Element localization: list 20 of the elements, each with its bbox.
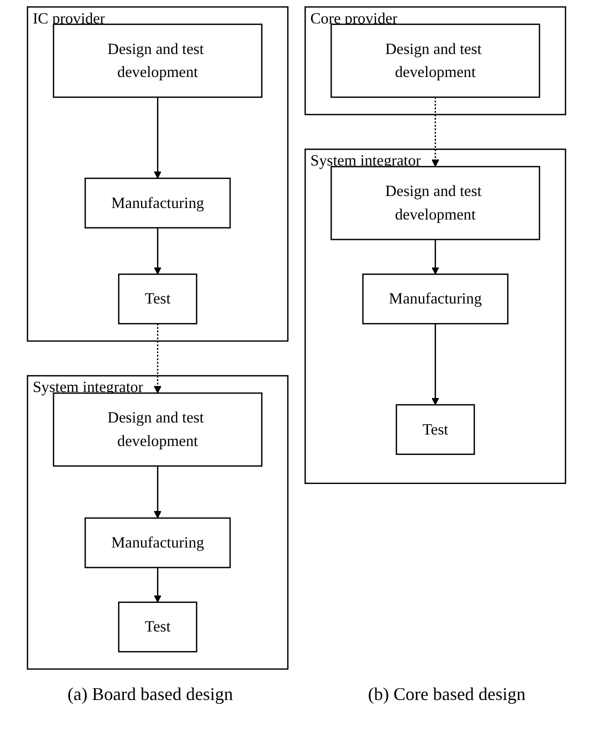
arrow — [432, 97, 440, 167]
arrow — [154, 466, 162, 518]
node-box: Design and test development — [52, 392, 262, 467]
arrow — [154, 97, 162, 179]
arrow — [432, 240, 440, 275]
node-box: Design and test development — [330, 24, 540, 98]
node-box: Manufacturing — [84, 517, 231, 568]
node-box: Test — [118, 274, 198, 324]
arrow — [154, 568, 162, 603]
node-box: Test — [118, 602, 198, 652]
arrow — [432, 324, 440, 406]
arrow — [154, 324, 162, 394]
node-box: Design and test development — [52, 24, 262, 98]
node-box: Manufacturing — [362, 274, 508, 324]
node-box: Design and test development — [330, 166, 540, 240]
node-box: Manufacturing — [84, 178, 231, 228]
node-box: Test — [396, 404, 475, 455]
arrow — [154, 228, 162, 275]
figure-caption: (b) Core based design — [368, 684, 526, 705]
figure-caption: (a) Board based design — [68, 684, 233, 705]
